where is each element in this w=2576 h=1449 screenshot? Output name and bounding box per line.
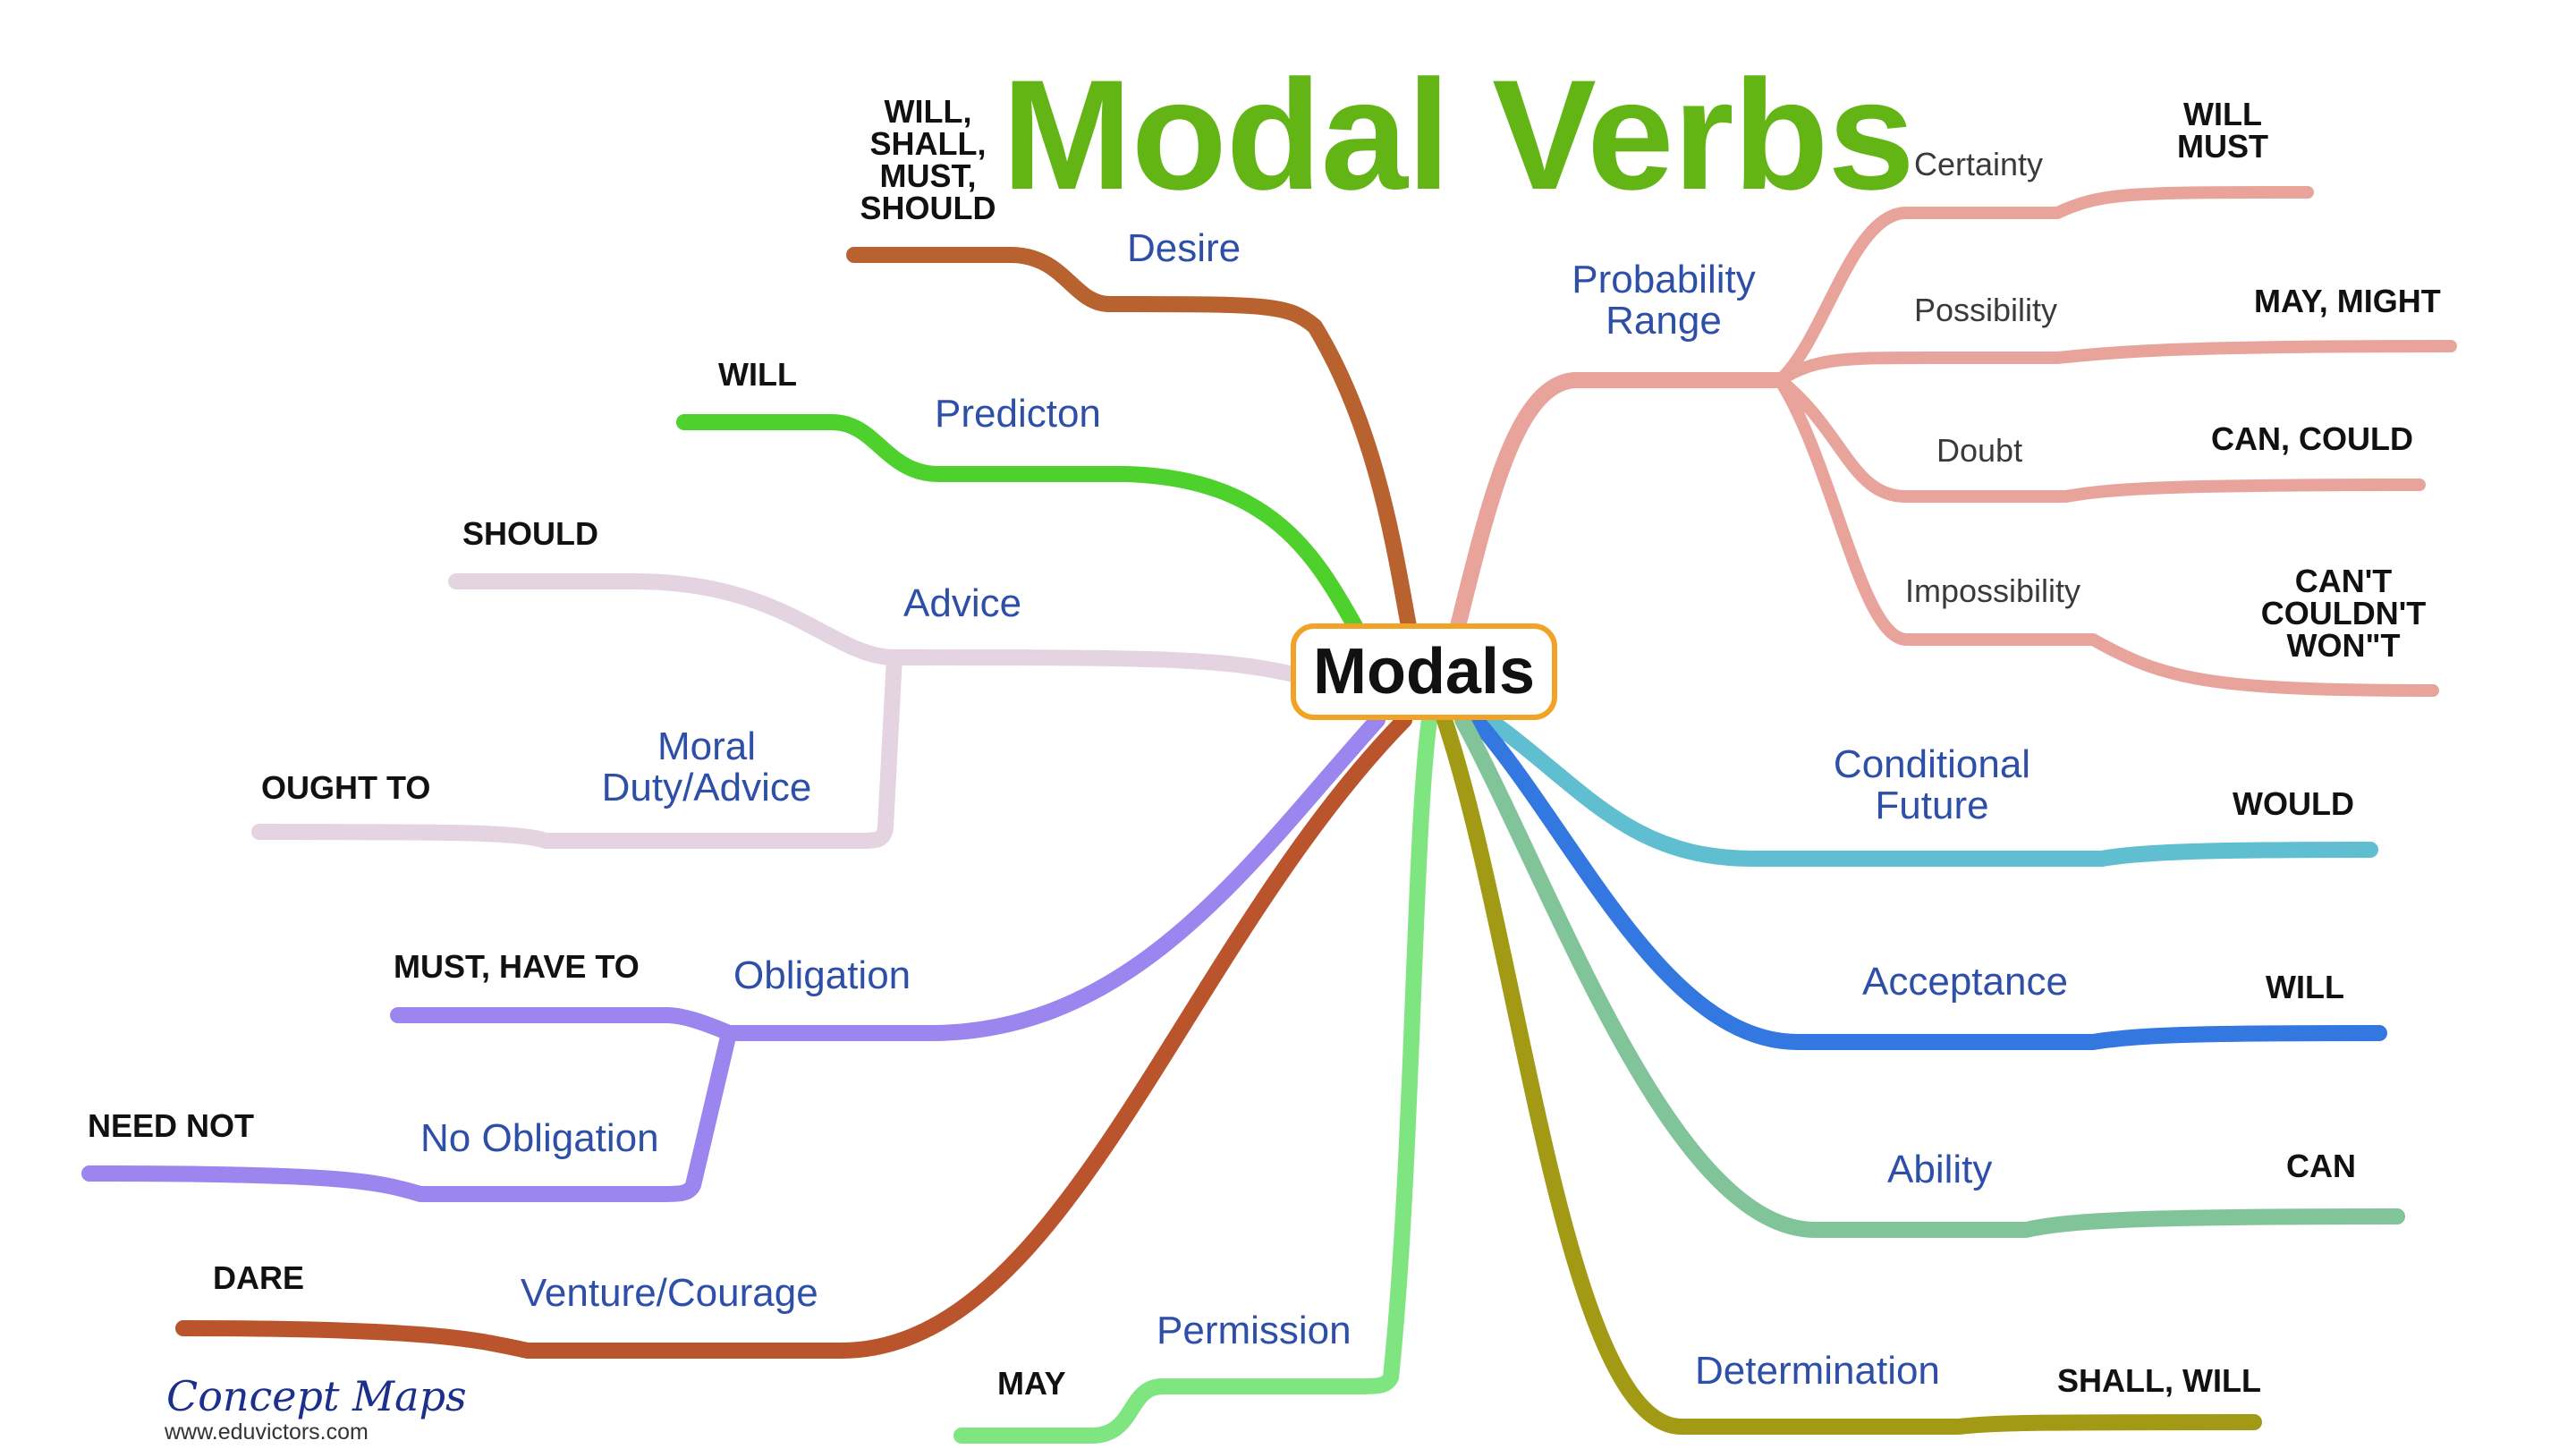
branch-label-ability: Ability xyxy=(1887,1148,1993,1191)
modal-no-obligation: NEED NOT xyxy=(88,1107,255,1144)
branch-line-acceptance xyxy=(1468,712,2387,1050)
page-title: Modal Verbs xyxy=(1002,48,1915,223)
modal-certainty: WILL MUST xyxy=(2177,96,2268,165)
sub-label-certainty: Certainty xyxy=(1914,146,2044,182)
footer-brand: Concept Maps xyxy=(166,1372,467,1420)
modal-moral-duty: OUGHT TO xyxy=(261,769,431,806)
branch-label-determination: Determination xyxy=(1695,1349,1940,1393)
branch-line-permission xyxy=(953,712,1437,1444)
modal-doubt: CAN, COULD xyxy=(2211,420,2413,457)
sub-line-doubt xyxy=(1774,374,2426,503)
central-node: Modals xyxy=(1291,623,1557,720)
sub-label-possibility: Possibility xyxy=(1914,292,2058,328)
branch-label-advice: Advice xyxy=(903,581,1022,625)
modal-advice: SHOULD xyxy=(462,515,598,552)
branch-label-predicton: Predicton xyxy=(935,392,1101,436)
branch-label-permission: Permission xyxy=(1157,1309,1352,1352)
branch-label-moral-duty: Moral Duty/Advice xyxy=(601,724,812,810)
branch-line-advice xyxy=(448,573,1305,683)
modal-venture: DARE xyxy=(213,1259,305,1296)
modal-desire: WILL, SHALL, MUST, SHOULD xyxy=(860,93,996,226)
sub-line-possibility xyxy=(1774,340,2457,386)
branch-label-desire: Desire xyxy=(1127,226,1241,270)
branch-line-venture xyxy=(175,712,1412,1359)
modal-predicton: WILL xyxy=(718,356,797,393)
branch-label-acceptance: Acceptance xyxy=(1862,960,2068,1004)
branch-label-no-obligation: No Obligation xyxy=(420,1116,659,1160)
modal-possibility: MAY, MIGHT xyxy=(2254,283,2441,319)
modal-acceptance: WILL xyxy=(2266,969,2344,1005)
branch-line-ability xyxy=(1454,712,2405,1238)
modal-ability: CAN xyxy=(2286,1148,2356,1184)
sub-label-impossibility: Impossibility xyxy=(1905,572,2081,609)
branch-line-no-obligation xyxy=(81,1025,737,1202)
branch-line-predicton xyxy=(676,414,1363,634)
branch-label-obligation: Obligation xyxy=(733,953,911,997)
central-node-label: Modals xyxy=(1312,636,1536,708)
branch-line-desire xyxy=(846,247,1417,634)
branch-label-venture: Venture/Courage xyxy=(521,1271,818,1315)
modal-obligation: MUST, HAVE TO xyxy=(394,948,640,985)
branch-label-probability: Probability Range xyxy=(1572,258,1756,343)
branch-label-conditional: Conditional Future xyxy=(1833,742,2031,828)
sub-line-certainty xyxy=(1774,186,2314,386)
modal-permission: MAY xyxy=(997,1365,1066,1402)
footer-url: www.eduvictors.com xyxy=(165,1419,369,1445)
branch-line-probability xyxy=(1450,372,1788,634)
sub-line-impossibility xyxy=(1774,374,2439,697)
branch-line-conditional xyxy=(1481,712,2378,867)
modal-determination: SHALL, WILL xyxy=(2057,1362,2261,1399)
branch-line-moral-duty xyxy=(251,649,902,849)
branch-line-obligation xyxy=(390,712,1385,1041)
modal-conditional: WOULD xyxy=(2233,785,2354,822)
sub-label-doubt: Doubt xyxy=(1936,432,2023,469)
modal-impossibility: CAN'T COULDN'T WON"T xyxy=(2260,563,2427,664)
branch-line-determination xyxy=(1436,712,2262,1435)
